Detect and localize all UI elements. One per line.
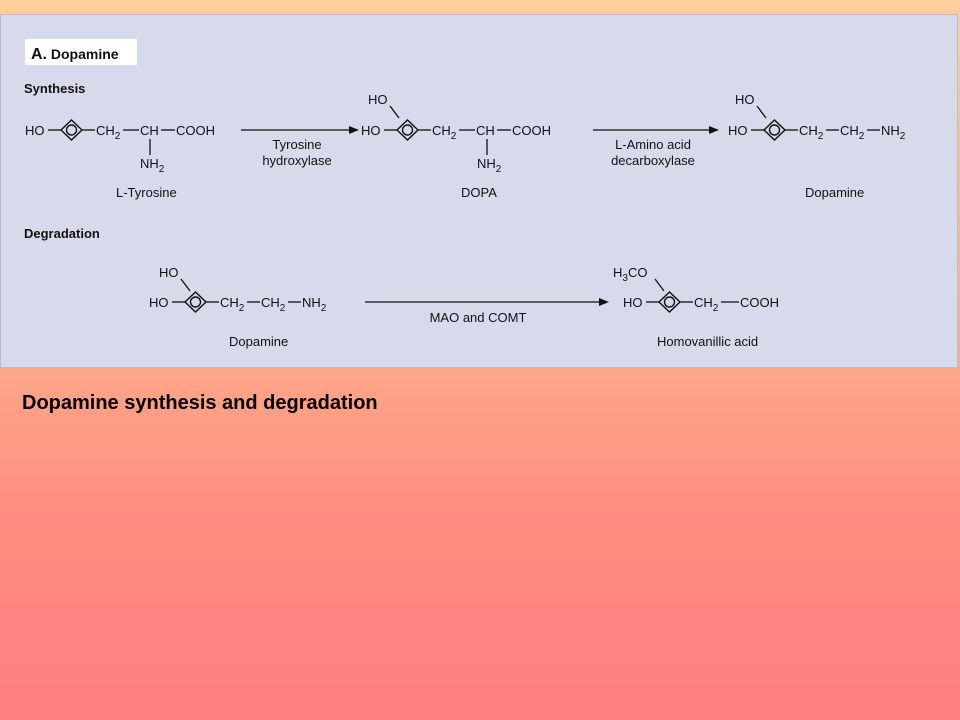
dopa-nh2: NH2 [477, 156, 502, 175]
dopamine-ho-top: HO [735, 92, 755, 107]
hva-cooh: COOH [740, 295, 779, 310]
dopa-name: DOPA [461, 185, 497, 200]
benzene-ring-icon [657, 291, 682, 313]
dopamine-ch2b: CH2 [840, 123, 865, 142]
dopamine-structure: HO HO CH2 CH2 NH2 Dopamine [728, 92, 906, 200]
dopa-ch2: CH2 [432, 123, 457, 142]
hva-name: Homovanillic acid [657, 334, 758, 349]
hva-h3co: H3CO [613, 265, 647, 284]
pathway-diagram: A. Dopamine Synthesis Degradation HO CH2… [24, 39, 906, 349]
benzene-ring-icon [183, 291, 208, 313]
tyrosine-ho: HO [25, 123, 45, 138]
benzene-ring-icon [59, 119, 84, 141]
tyrosine-ch: CH [140, 123, 159, 138]
dopa-ch: CH [476, 123, 495, 138]
hva-ho: HO [623, 295, 643, 310]
tyrosine-cooh: COOH [176, 123, 215, 138]
dopamine-name: Dopamine [805, 185, 864, 200]
dopa-ho: HO [361, 123, 381, 138]
benzene-ring-icon [762, 119, 787, 141]
dopa-structure: HO HO CH2 CH COOH NH2 DOPA [361, 92, 551, 200]
figure-panel: A. Dopamine Synthesis Degradation HO CH2… [0, 14, 958, 368]
arrowhead-icon [349, 126, 359, 134]
tyrosine-ch2: CH2 [96, 123, 121, 142]
degradation-dopamine-structure: HO HO CH2 CH2 NH2 Dopamine [149, 265, 327, 349]
arrowhead-icon [709, 126, 719, 134]
tyrosine-structure: HO CH2 CH COOH NH2 L-Tyrosine [25, 119, 215, 200]
arrowhead-icon [599, 298, 609, 306]
enzyme-decarboxylase-line1: L-Amino acid [615, 137, 691, 152]
enzyme-tyrosine-hydroxylase-line1: Tyrosine [272, 137, 321, 152]
panel-title: A. Dopamine [31, 46, 119, 63]
dopa-cooh: COOH [512, 123, 551, 138]
degradation-dopamine-name: Dopamine [229, 334, 288, 349]
degradation-dopamine-ch2a: CH2 [220, 295, 245, 314]
degradation-heading: Degradation [24, 226, 100, 241]
dopamine-nh2: NH2 [881, 123, 906, 142]
enzyme-tyrosine-hydroxylase-line2: hydroxylase [262, 153, 331, 168]
degradation-dopamine-ho-top: HO [159, 265, 179, 280]
benzene-ring-icon [395, 119, 420, 141]
tyrosine-nh2: NH2 [140, 156, 165, 175]
degradation-dopamine-ch2b: CH2 [261, 295, 286, 314]
dopamine-ch2a: CH2 [799, 123, 824, 142]
slide-caption: Dopamine synthesis and degradation [22, 392, 378, 414]
panel-title-box [25, 39, 137, 65]
tyrosine-name: L-Tyrosine [116, 185, 177, 200]
enzyme-decarboxylase-line2: decarboxylase [611, 153, 695, 168]
degradation-dopamine-nh2: NH2 [302, 295, 327, 314]
dopamine-ho: HO [728, 123, 748, 138]
dopa-ho-top: HO [368, 92, 388, 107]
hva-ch2: CH2 [694, 295, 719, 314]
homovanillic-acid-structure: H3CO HO CH2 COOH Homovanillic acid [613, 265, 779, 349]
degradation-dopamine-ho: HO [149, 295, 169, 310]
enzyme-mao-comt: MAO and COMT [430, 310, 527, 325]
synthesis-heading: Synthesis [24, 81, 85, 96]
